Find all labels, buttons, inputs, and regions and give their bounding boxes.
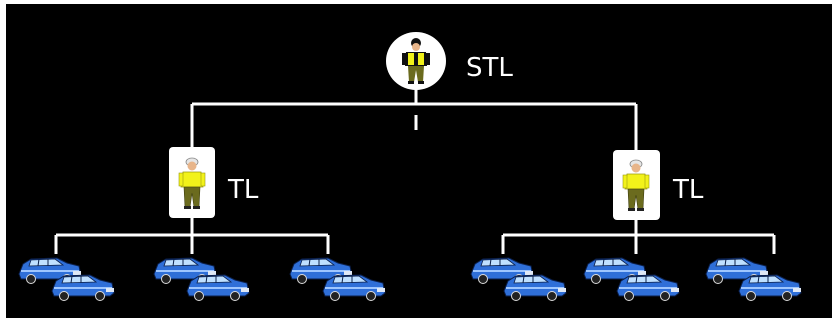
blue-suv-icon xyxy=(616,274,680,301)
vehicle-group-left xyxy=(18,257,386,301)
tl-node-right: TL xyxy=(613,150,704,220)
tl-label-right: TL xyxy=(672,175,704,205)
blue-suv-icon xyxy=(503,274,567,301)
tl-node-left: TL xyxy=(169,147,259,218)
vehicle-group-right xyxy=(470,257,802,301)
blue-suv-icon xyxy=(738,274,802,301)
worker-black-vest-icon xyxy=(402,38,430,84)
connector-lines xyxy=(54,85,776,254)
stl-node: STL xyxy=(386,32,513,90)
tl-label-left: TL xyxy=(227,175,259,205)
blue-suv-icon xyxy=(322,274,386,301)
stl-label: STL xyxy=(466,53,513,83)
blue-suv-icon xyxy=(51,274,115,301)
blue-suv-icon xyxy=(186,274,250,301)
